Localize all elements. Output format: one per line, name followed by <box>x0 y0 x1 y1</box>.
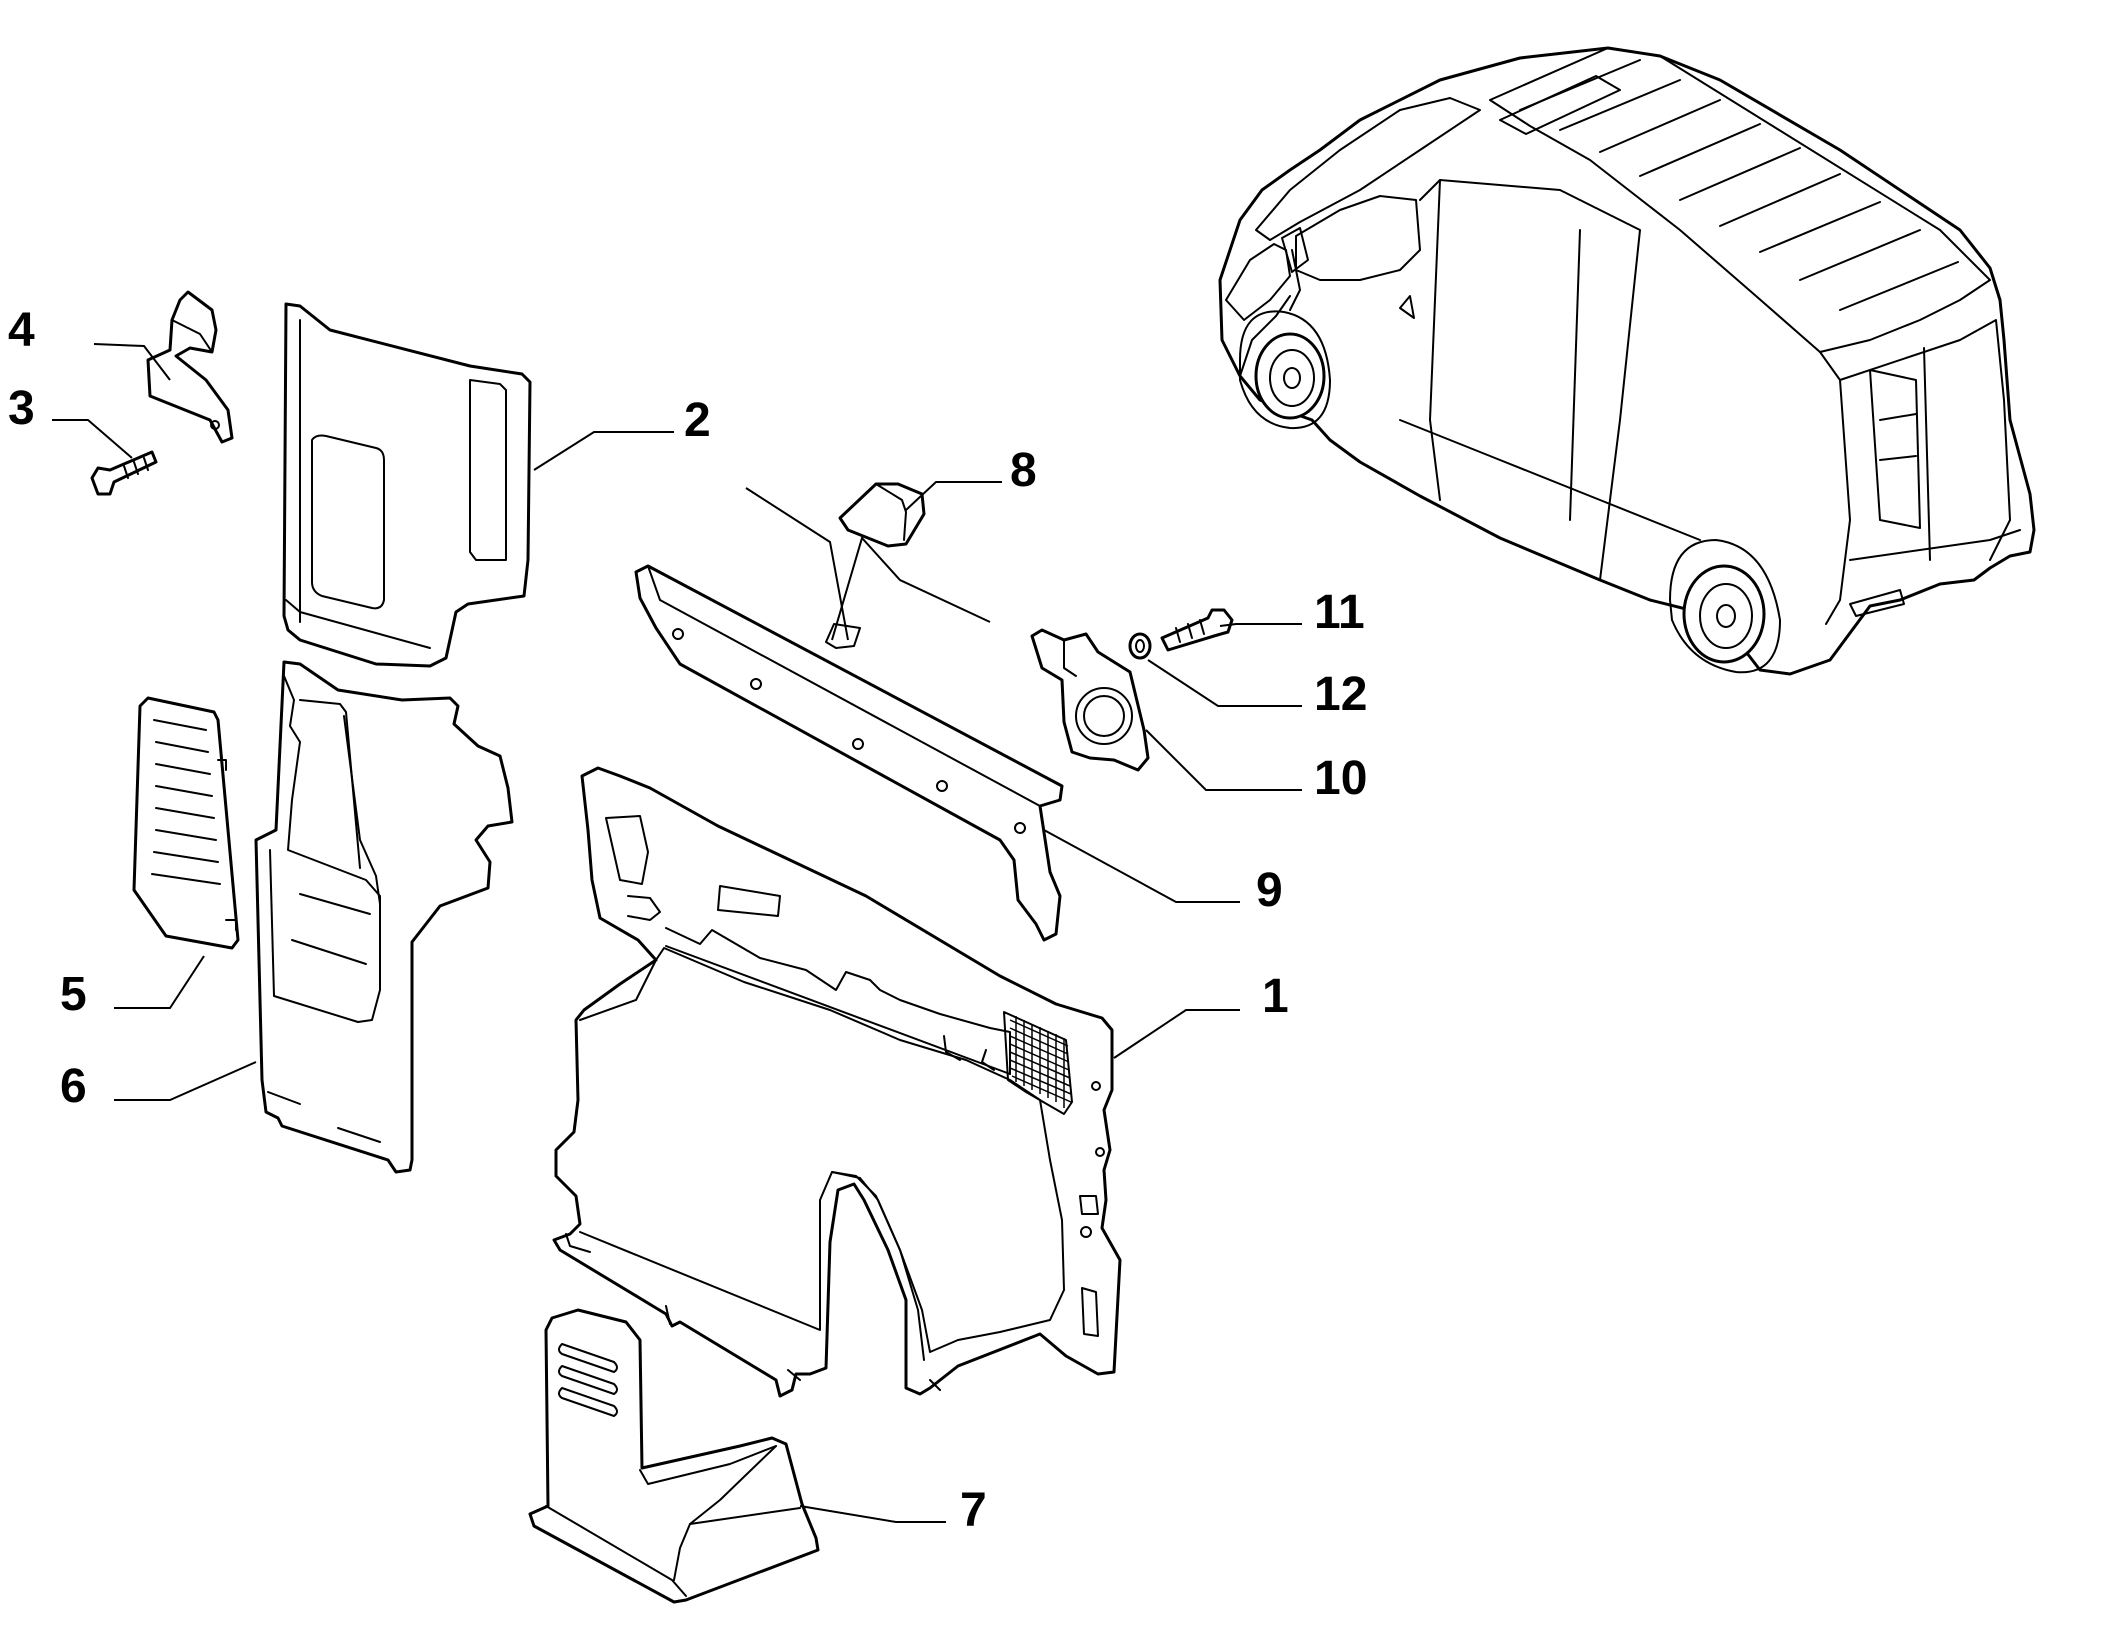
van-overview-illustration <box>1218 46 2036 676</box>
callout-8: 8 <box>1010 444 1037 497</box>
callout-9: 9 <box>1256 864 1283 917</box>
callout-12: 12 <box>1314 668 1367 721</box>
part-12-washer <box>1128 632 1152 660</box>
callout-5: 5 <box>60 968 87 1021</box>
callout-11: 11 <box>1314 586 1365 639</box>
vent-mesh <box>1009 1016 1072 1108</box>
front-wheel <box>1239 310 1331 430</box>
callout-4: 4 <box>8 304 35 357</box>
part-3-screw <box>90 450 158 496</box>
leader-lines <box>52 343 1302 1523</box>
part-6-lower-panel <box>254 660 514 1174</box>
callout-6: 6 <box>60 1060 87 1113</box>
part-10-round-bracket <box>1030 628 1150 772</box>
part-5-grille <box>132 696 240 950</box>
part-7-lower-trim <box>528 1308 820 1604</box>
part-9-long-trim <box>634 564 1064 942</box>
part-8-cover <box>838 482 926 548</box>
part-1-wheel-arch-panel <box>552 766 1122 1398</box>
rear-wheel <box>1669 539 1781 674</box>
callout-2: 2 <box>684 394 711 447</box>
part-11-screw <box>1160 608 1234 652</box>
part-2-upper-panel <box>282 302 532 668</box>
callout-3: 3 <box>8 382 35 435</box>
callout-10: 10 <box>1314 752 1367 805</box>
callout-7: 7 <box>960 1484 987 1537</box>
callout-labels: 4 3 2 8 11 12 10 9 1 5 6 7 <box>8 304 1367 1537</box>
callout-1: 1 <box>1262 970 1289 1023</box>
part-4-bracket <box>146 290 234 444</box>
